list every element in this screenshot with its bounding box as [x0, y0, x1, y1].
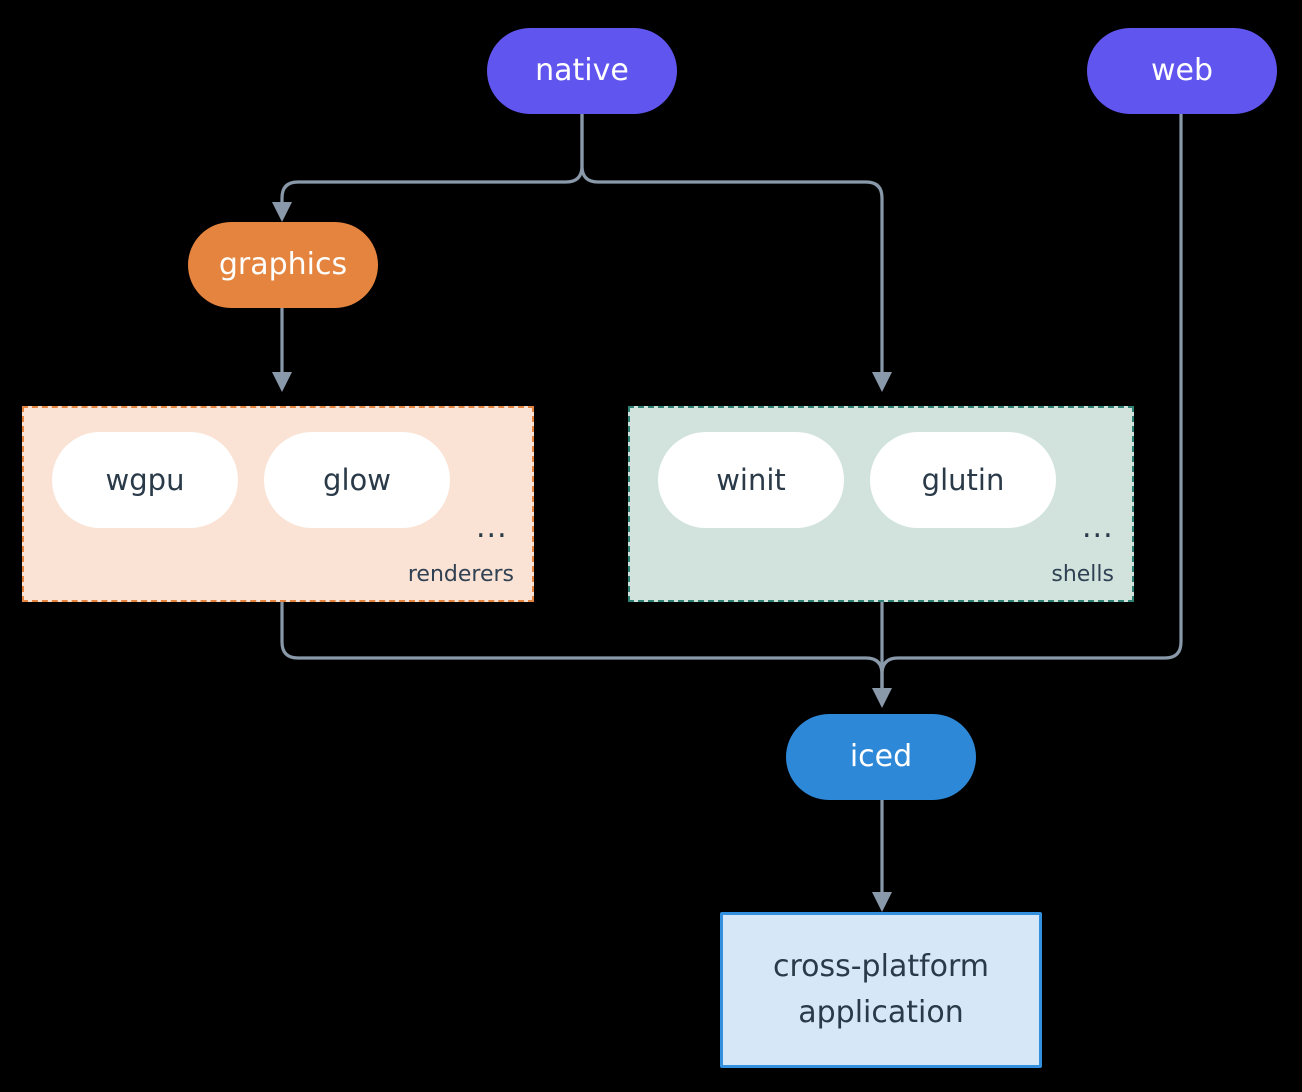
node-iced[interactable]: iced — [786, 714, 976, 800]
node-glow-label: glow — [323, 462, 391, 497]
node-winit-label: winit — [716, 462, 786, 497]
node-wgpu[interactable]: wgpu — [52, 432, 238, 528]
node-web[interactable]: web — [1087, 28, 1277, 114]
node-glutin[interactable]: glutin — [870, 432, 1056, 528]
node-application-label-line2: application — [798, 995, 964, 1030]
node-application-label-line1: cross-platform — [772, 948, 990, 984]
edge-native-bus — [280, 114, 584, 205]
node-wgpu-label: wgpu — [105, 462, 185, 497]
shells-ellipsis: ... — [1082, 510, 1114, 545]
node-web-label: web — [1150, 53, 1214, 88]
edge-graphics-renderers-arrowhead — [272, 372, 292, 392]
renderers-ellipsis: ... — [476, 510, 508, 545]
cluster-shells-label: shells — [1051, 562, 1114, 587]
node-native[interactable]: native — [487, 28, 677, 114]
node-graphics-label: graphics — [218, 247, 348, 282]
node-glutin-label: glutin — [921, 462, 1005, 497]
edge-native-graphics-arrowhead — [272, 202, 292, 222]
edge-renderers-iced — [280, 602, 884, 688]
cluster-shells: winit glutin ... shells — [628, 406, 1134, 602]
edge-native-shells-arrowhead — [872, 372, 892, 392]
edge-native-shells — [580, 114, 884, 372]
node-glow[interactable]: glow — [264, 432, 450, 528]
cluster-renderers-items: wgpu glow ... — [24, 408, 532, 600]
edge-iced-application-arrowhead — [872, 892, 892, 912]
node-iced-label: iced — [849, 739, 913, 774]
node-native-label: native — [535, 53, 629, 88]
node-cross-platform-application[interactable]: cross-platform application — [720, 912, 1042, 1068]
edge-iced-arrowhead — [872, 688, 892, 708]
node-graphics[interactable]: graphics — [188, 222, 378, 308]
cluster-renderers: wgpu glow ... renderers — [22, 406, 534, 602]
cluster-renderers-label: renderers — [407, 562, 514, 587]
node-winit[interactable]: winit — [658, 432, 844, 528]
